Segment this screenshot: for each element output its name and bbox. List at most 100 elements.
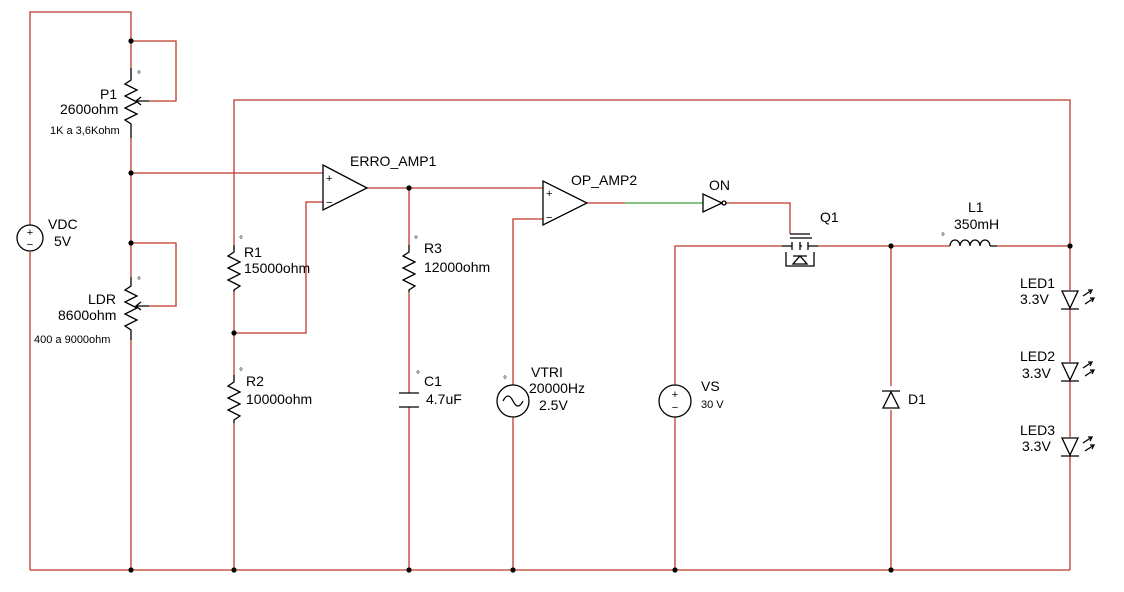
vdc-value: 5V [54,233,72,249]
op-amp2-opamp[interactable]: + − OP_AMP2 [542,172,637,227]
led2-value: 3.3V [1022,365,1051,381]
wire-feedback [234,201,323,334]
p1-potentiometer[interactable]: ° P1 2600ohm 1K a 3,6Kohm [50,68,149,138]
wire-p1-wiper [131,40,177,102]
opamp-plus-pin: + [546,188,552,200]
junction-dot [672,567,678,573]
c1-capacitor[interactable]: ° C1 4.7uF [399,370,462,408]
d1-diode[interactable]: D1 [881,390,926,409]
junction-dot [231,330,237,336]
wires [29,11,1071,571]
inverter-bubble-icon [721,200,727,206]
on-name: ON [709,177,730,193]
junction-dot [128,240,134,246]
junction-dot [888,243,894,249]
r1-resistor[interactable]: ° R1 15000ohm [226,235,310,292]
q1-name: Q1 [820,209,839,225]
led2-name: LED2 [1020,348,1055,364]
junction-dot [128,38,134,44]
ldr-range-note: 400 a 9000ohm [34,334,110,346]
junction-dot [128,170,134,176]
source-minus-mark: − [27,239,33,251]
vs-source[interactable]: + − VS 30 V [658,378,724,418]
led-triangle-icon [1060,290,1080,310]
source-minus-mark: − [672,402,678,414]
dc-source-icon [658,384,692,418]
ac-source-icon [496,384,530,418]
wiper-arrow-icon [134,96,149,106]
source-plus-mark: + [27,227,33,239]
r1-value: 15000ohm [244,260,310,276]
led3[interactable]: LED3 3.3V [1020,422,1096,457]
junction-dot [128,567,134,573]
led2[interactable]: LED2 3.3V [1020,348,1096,382]
r2-resistor[interactable]: ° R2 10000ohm [226,367,312,423]
pin-mark: ° [416,370,420,381]
opamp-triangle-icon [322,163,369,212]
vtri-name: VTRI [531,364,563,380]
vs-name: VS [701,378,720,394]
junction-dot [406,185,412,191]
pin-mark: ° [414,235,418,246]
pin-mark: ° [239,235,243,246]
erro-amp1-opamp[interactable]: + − ERRO_AMP1 [322,153,437,212]
p1-value: 2600ohm [60,101,118,117]
wire-ldr-wiper [131,242,177,307]
light-emission-icon [1082,436,1096,452]
wire-top-bus [233,99,1071,246]
l1-inductor[interactable]: ° L1 350mH [941,199,999,247]
vtri-value: 2.5V [539,397,568,413]
pin-mark: ° [503,375,507,386]
op-amp2-name: OP_AMP2 [571,172,637,188]
resistor-zigzag-icon [123,68,139,138]
r3-name: R3 [424,240,442,256]
junction-dot [888,567,894,573]
p1-range-note: 1K a 3,6Kohm [50,125,120,137]
vtri-source[interactable]: ° VTRI 20000Hz 2.5V [496,364,585,418]
source-plus-mark: + [672,389,678,401]
led1[interactable]: LED1 3.3V [1020,275,1096,310]
r3-resistor[interactable]: ° R3 12000ohm [401,235,490,292]
on-buffer[interactable]: ON [702,177,730,214]
resistor-zigzag-icon [401,245,417,292]
vdc-name: VDC [48,216,78,232]
dc-source-icon [16,224,44,252]
r1-name: R1 [244,244,262,260]
junction-dot [1067,243,1073,249]
led3-name: LED3 [1020,422,1055,438]
junction-dot [510,567,516,573]
pin-mark: ° [941,232,945,243]
resistor-zigzag-icon [226,245,242,292]
mosfet-channel-icon [782,237,818,250]
c1-name: C1 [424,373,442,389]
opamp-triangle-icon [542,179,589,227]
sine-wave-icon [502,395,524,407]
ldr-potentiometer[interactable]: ° LDR 8600ohm 400 a 9000ohm [34,276,149,346]
pin-mark: ° [137,276,141,287]
c1-value: 4.7uF [426,391,462,407]
light-emission-icon [1082,289,1096,305]
q1-mosfet[interactable]: Q1 [782,209,839,267]
led1-value: 3.3V [1020,291,1049,307]
pin-mark: ° [239,367,243,378]
wire-vs-to-drain [674,245,782,385]
light-emission-icon [1082,361,1096,377]
opamp-plus-pin: + [326,173,332,185]
r3-value: 12000ohm [424,259,490,275]
r2-name: R2 [246,373,264,389]
junctions [128,38,1073,573]
led-triangle-icon [1060,437,1080,457]
wire-vdc-top [29,11,132,225]
resistor-zigzag-icon [226,375,242,423]
vs-value: 30 V [701,399,724,411]
l1-value: 350mH [954,216,999,232]
wire-on-to-gate [725,202,791,234]
opamp-minus-pin: − [546,212,552,224]
led3-value: 3.3V [1022,438,1051,454]
buffer-triangle-icon [702,192,724,214]
mosfet-diode-icon [791,255,809,265]
diode-triangle-icon [881,390,901,409]
p1-name: P1 [100,86,117,102]
vdc-source[interactable]: + − VDC 5V [16,216,78,252]
